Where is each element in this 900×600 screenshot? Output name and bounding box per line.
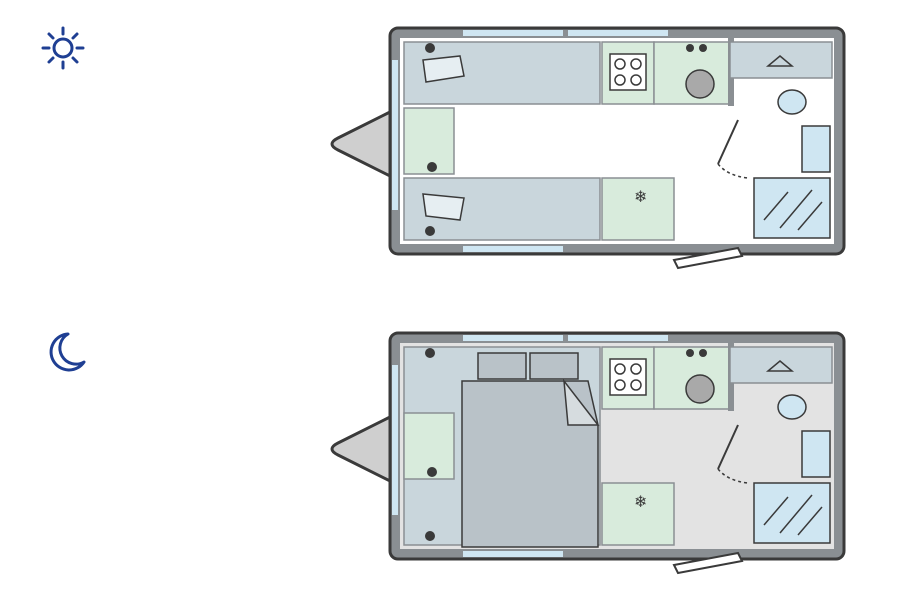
window (568, 335, 668, 341)
light-icon (425, 43, 435, 53)
shower (753, 482, 831, 544)
shower (753, 177, 831, 239)
washroom-door (717, 119, 739, 165)
window (463, 335, 563, 341)
tow-hitch (330, 414, 392, 484)
floorplan-day: ❄ (318, 20, 858, 280)
sink-bowl (685, 374, 715, 404)
sink-bowl (685, 69, 715, 99)
light-icon (427, 162, 437, 172)
toilet (777, 394, 807, 420)
moon-icon (42, 330, 92, 380)
window (568, 30, 668, 36)
hanger-icon (765, 360, 795, 372)
pillow (422, 193, 465, 221)
light-icon (425, 226, 435, 236)
duvet (461, 380, 599, 548)
window (463, 551, 563, 557)
basin (801, 125, 831, 173)
wardrobe (729, 346, 833, 384)
pillow (477, 352, 527, 380)
pillow (422, 55, 465, 83)
snowflake-icon: ❄ (634, 492, 647, 511)
entrance-step (672, 246, 744, 270)
pillow (529, 352, 579, 380)
snowflake-icon: ❄ (634, 187, 647, 206)
toilet (777, 89, 807, 115)
sun-icon (38, 24, 88, 74)
window (392, 365, 398, 515)
entrance-step (672, 551, 744, 575)
tow-hitch (330, 109, 392, 179)
window (463, 30, 563, 36)
window (463, 246, 563, 252)
light-icon (427, 467, 437, 477)
window (392, 60, 398, 210)
bench-top (403, 41, 601, 105)
light-icon (425, 531, 435, 541)
fridge (601, 482, 675, 546)
fridge (601, 177, 675, 241)
floorplan-night: ❄ (318, 325, 858, 585)
washroom-door (717, 424, 739, 470)
basin (801, 430, 831, 478)
hanger-icon (765, 55, 795, 67)
light-icon (425, 348, 435, 358)
wardrobe (729, 41, 833, 79)
